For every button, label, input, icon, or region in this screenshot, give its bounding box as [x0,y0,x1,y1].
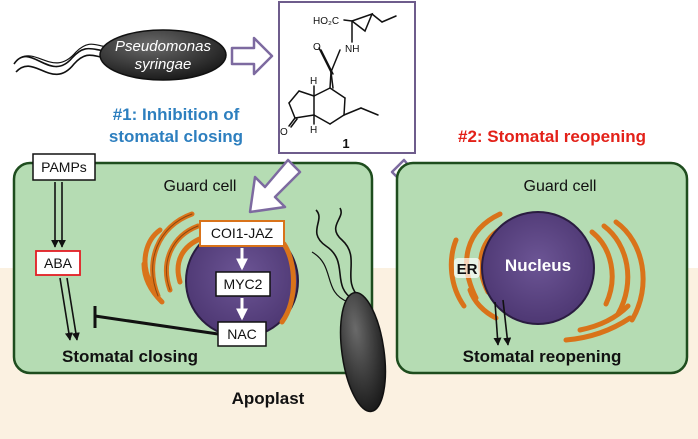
bacterium-icon [13,29,227,81]
compound-to-left-cell-arrow [248,158,302,214]
nac-box [217,321,267,347]
heading-reopening: #2: Stomatal reopening [458,127,646,146]
compound-ho2c-label: HO₂C [313,16,339,27]
pamps-label: PAMPs [41,159,87,175]
bacterium-to-compound-arrow [230,36,274,76]
aba-box [35,250,81,276]
er-label-bg [454,258,480,278]
right-cell-title: Guard cell [524,178,597,195]
right-nucleus [481,211,595,325]
compound-nh-label: NH [345,44,359,55]
left-er-outline [152,213,199,297]
bacterium-label-line1: Pseudomonas [115,38,211,55]
left-cell-caption: Stomatal closing [62,347,198,366]
apoplast-label: Apoplast [232,389,305,408]
myc2-box [215,271,271,297]
heading-inhibition-line1: #1: Inhibition of [113,105,240,124]
compound-box [278,1,416,154]
compound-h-bottom-label: H [310,125,317,136]
bacterium-label-line2: syringae [135,56,192,73]
compound-h-top-label: H [310,76,317,87]
heading-inhibition-line2: stomatal closing [109,127,243,146]
myc2-label: MYC2 [224,276,263,292]
er-label: ER [457,261,478,278]
right-er-to-reopening-arrows [493,299,512,346]
compound-number: 1 [342,136,349,151]
pamps-to-aba-arrows [51,182,66,248]
coi1-jaz-label: COI1-JAZ [211,225,274,241]
compound-ketone-o-label: O [280,127,288,138]
left-er-right-membrane [279,241,296,325]
right-cell-caption: Stomatal reopening [463,347,622,366]
aba-to-closing-arrows [59,277,80,341]
compound-structure [288,12,397,128]
left-cell-title: Guard cell [164,178,237,195]
compound-amide-o-label: O [313,42,321,53]
nac-inhibition-line [93,306,219,336]
pamps-box [32,153,96,181]
nac-label: NAC [227,326,257,342]
coi1-jaz-box [199,220,285,247]
nucleus-label: Nucleus [505,256,571,275]
apoplast-bacterium-icon [311,207,387,413]
aba-label: ABA [44,255,73,271]
